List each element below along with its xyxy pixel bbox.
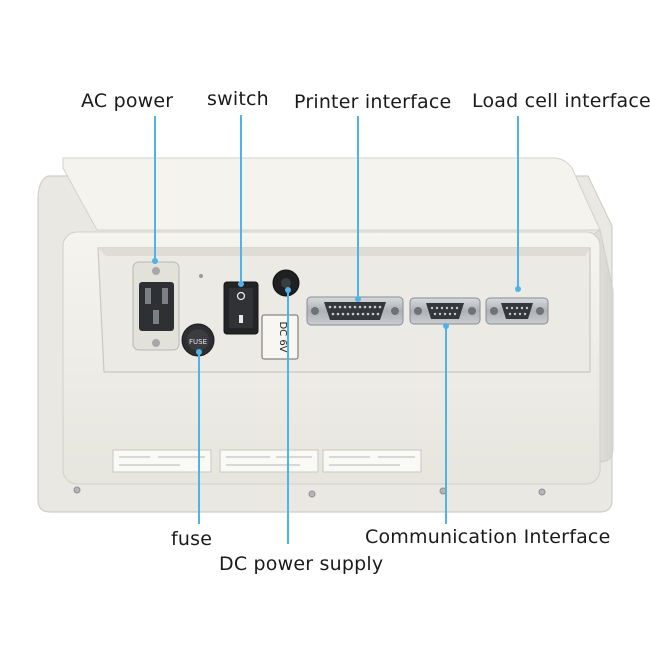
device-top-face [62,157,601,231]
label-switch: switch [207,88,269,110]
label-fuse: fuse [171,528,213,550]
label-ac-power: AC power [81,90,174,112]
dc-jack [272,269,300,297]
label-load-cell-interface: Load cell interface [472,90,650,112]
label-communication-interface: Communication Interface [365,526,611,548]
dc-label-text: DC 6V [277,321,288,352]
leader-dot-ac-power [152,258,158,264]
leader-dot-load-cell [515,286,521,292]
rocker-switch [223,281,259,335]
load-cell-connector [485,297,549,325]
fuse-cap-text: FUSE [189,338,207,346]
leader-line-dc-power [287,290,289,544]
leader-line-ac-power [154,116,156,262]
leader-dot-switch [238,281,244,287]
leader-dot-communication [443,323,449,329]
printer-connector [306,296,404,326]
screws [73,486,546,498]
label-dc-power-supply: DC power supply [219,553,384,575]
ac-inlet [132,261,180,351]
leader-dot-dc-power [285,287,291,293]
leader-line-communication [445,326,447,524]
leader-dot-printer [355,296,361,302]
label-printer-interface: Printer interface [294,91,452,113]
leader-line-switch [240,115,242,285]
dc-label: DC 6V [261,314,299,360]
fuse-holder: FUSE [181,323,215,357]
leader-line-load-cell [517,116,519,289]
indicator-hole [199,274,203,278]
leader-line-fuse [198,352,200,524]
leader-line-printer [357,116,359,299]
leader-dot-fuse [196,349,202,355]
spec-stickers [112,449,422,473]
communication-connector [409,297,481,325]
